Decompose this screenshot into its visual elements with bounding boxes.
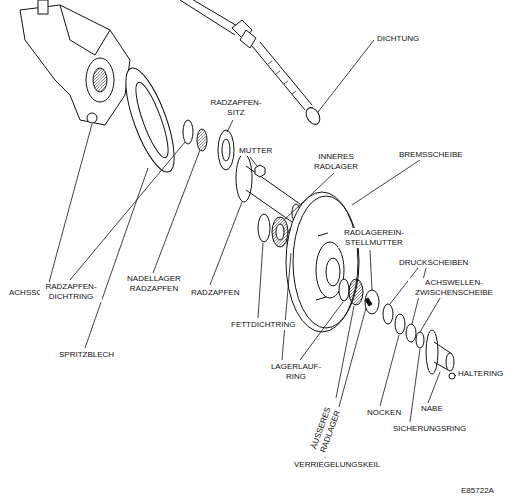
bearing-race <box>339 279 349 301</box>
part-label: FETTDICHTRING <box>230 320 296 330</box>
lock-ring <box>416 332 424 348</box>
part-label: NADELLAGER RADZAPFEN <box>123 274 185 294</box>
axle-shaft <box>180 0 323 127</box>
part-label: HALTERING <box>457 369 504 379</box>
cam <box>395 314 405 334</box>
part-label: SICHERUNGSRING <box>392 424 467 434</box>
part-label: RADZAPFEN- SITZ <box>205 98 267 118</box>
grease-seal <box>258 214 270 242</box>
part-label: NOCKEN <box>366 408 402 418</box>
needle-bearing <box>197 129 207 151</box>
spindle-seat <box>218 130 234 170</box>
spindle <box>236 154 300 222</box>
lock-key <box>365 298 372 306</box>
adjusting-nut <box>365 290 379 314</box>
part-label: INNERES RADLAGER <box>310 152 362 172</box>
part-label: RADZAPFEN- DICHTRING <box>40 282 102 302</box>
part-label: RADLAGEREIN- STELLMUTTER <box>338 228 410 248</box>
part-label: DICHTUNG <box>376 34 420 44</box>
brake-rotor <box>286 192 359 332</box>
part-label: MUTTER <box>238 146 273 156</box>
part-label: DRUCKSCHEIBEN <box>398 258 469 268</box>
figure-number: E85722A <box>460 486 495 496</box>
part-label: VERRIEGELUNGSKEIL <box>293 460 381 470</box>
splash-shield <box>116 63 184 177</box>
inner-bearing <box>272 217 288 247</box>
outer-bearing <box>349 279 363 305</box>
part-label: ÄUSSERES RADLAGER <box>308 402 345 458</box>
part-label: ACHSWELLEN- ZWISCHENSCHEIBE <box>408 278 500 298</box>
part-label: SPRITZBLECH <box>58 350 115 360</box>
steering-knuckle <box>20 0 130 125</box>
hub <box>426 330 454 374</box>
spindle-seal <box>183 120 193 144</box>
part-label: LAGERLAUF- RING <box>265 362 327 382</box>
part-label: RADZAPFEN <box>190 288 240 298</box>
retaining-ring <box>449 373 455 379</box>
thrust-washer <box>406 324 416 342</box>
leader-lines <box>48 40 456 458</box>
nut <box>255 165 265 177</box>
part-label: BREMSSCHEIBE <box>398 150 464 160</box>
part-label: NABE <box>420 404 444 414</box>
thrust-washer <box>383 304 393 324</box>
